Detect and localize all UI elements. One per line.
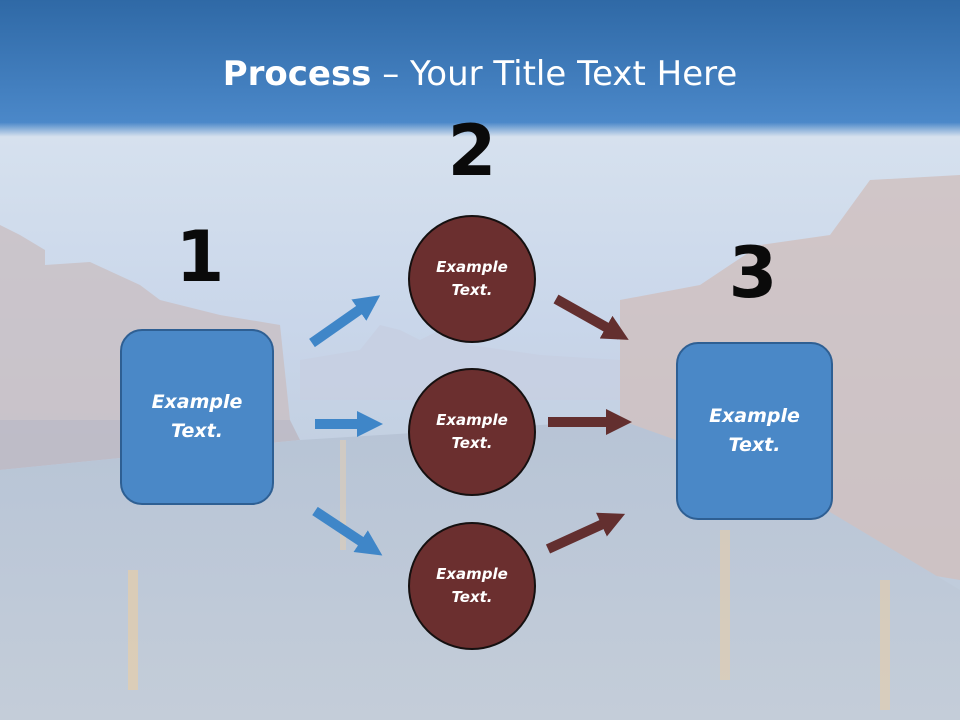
middle-circle-1: Example Text. [408, 215, 536, 343]
step-box-label: Example Text. [709, 405, 800, 456]
step-box-label: Example Text. [151, 391, 243, 442]
middle-circle-2: Example Text. [408, 368, 536, 496]
middle-circle-3: Example Text. [408, 522, 536, 650]
step-box-1: Example Text. [120, 329, 274, 505]
step-number-3: 3 [728, 232, 778, 314]
step-number-2: 2 [447, 110, 497, 192]
step-number-1: 1 [175, 216, 225, 298]
circle-label: Example Text. [436, 411, 508, 452]
step-box-3: Example Text. [676, 342, 833, 520]
title-bold: Process [222, 54, 372, 94]
arrow-to-item-1 [309, 295, 381, 348]
arrow-from-item-1 [553, 294, 629, 340]
circle-label: Example Text. [436, 565, 508, 606]
title-rest: – Your Title Text Here [371, 54, 738, 94]
slide-title: Process – Your Title Text Here [0, 52, 960, 96]
arrow-from-item-3 [545, 512, 626, 554]
circle-label: Example Text. [436, 258, 508, 299]
arrow-to-item-3 [312, 506, 383, 556]
